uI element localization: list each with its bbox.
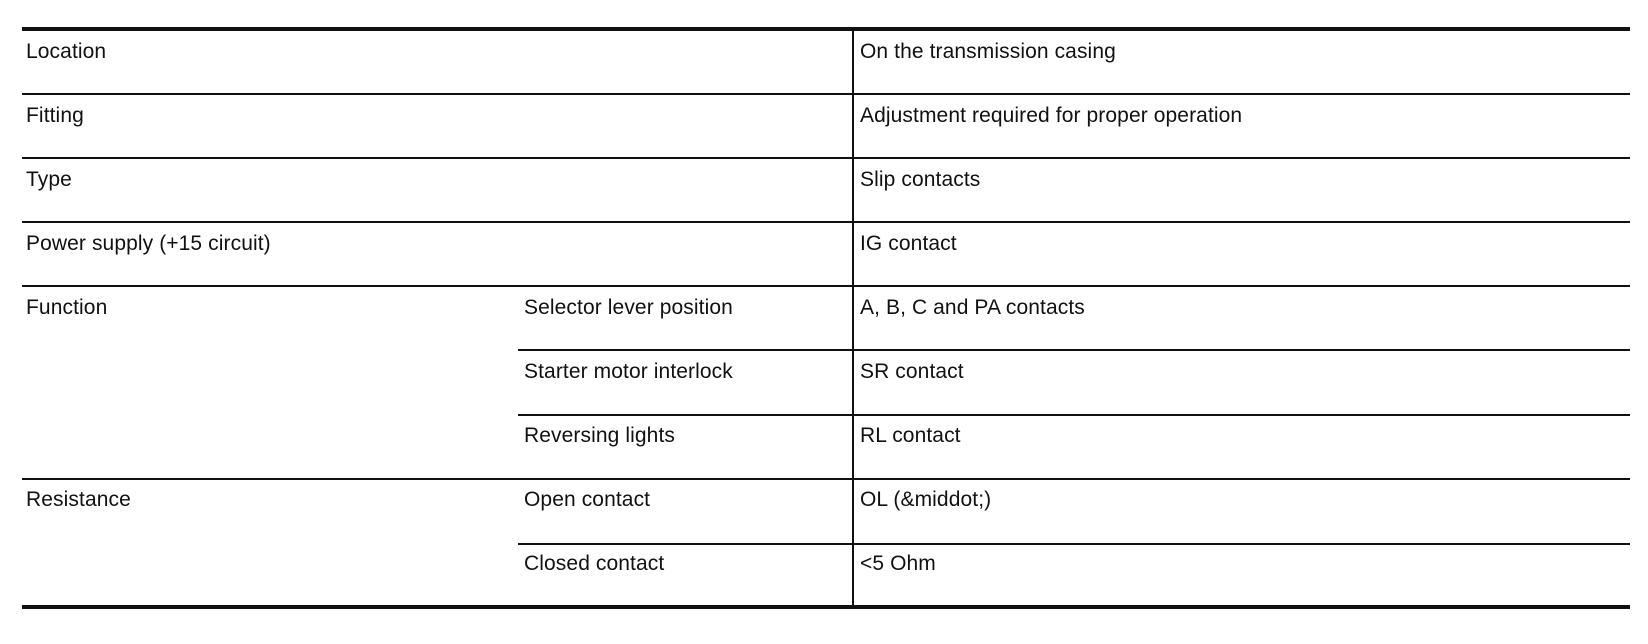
row-value: <5 Ohm (860, 552, 936, 575)
row-label: Location (26, 40, 107, 63)
row-divider (22, 157, 1630, 159)
row-label: Power supply (+15 circuit) (26, 232, 271, 255)
row-divider (22, 221, 1630, 223)
row-value: SR contact (860, 360, 964, 383)
row-value: OL (&middot;) (860, 488, 992, 511)
row-divider (518, 543, 1630, 545)
row-sublabel: Selector lever position (524, 296, 733, 319)
row-value: IG contact (860, 232, 957, 255)
row-divider (22, 478, 1630, 480)
table-bottom-rule (22, 605, 1630, 609)
row-label: Fitting (26, 104, 84, 127)
row-value: Adjustment required for proper operation (860, 104, 1243, 127)
row-sublabel: Reversing lights (524, 424, 675, 447)
row-sublabel: Closed contact (524, 552, 665, 575)
row-value: RL contact (860, 424, 961, 447)
row-label: Resistance (26, 488, 131, 511)
row-sublabel: Open contact (524, 488, 651, 511)
row-divider (22, 93, 1630, 95)
row-label: Type (26, 168, 72, 191)
column-divider (852, 29, 854, 605)
row-divider (22, 285, 1630, 287)
row-label: Function (26, 296, 108, 319)
row-value: Slip contacts (860, 168, 981, 191)
row-value: On the transmission casing (860, 40, 1116, 63)
row-sublabel: Starter motor interlock (524, 360, 733, 383)
row-divider (518, 414, 1630, 416)
row-divider (518, 349, 1630, 351)
table-top-rule (22, 27, 1630, 31)
row-value: A, B, C and PA contacts (860, 296, 1085, 319)
